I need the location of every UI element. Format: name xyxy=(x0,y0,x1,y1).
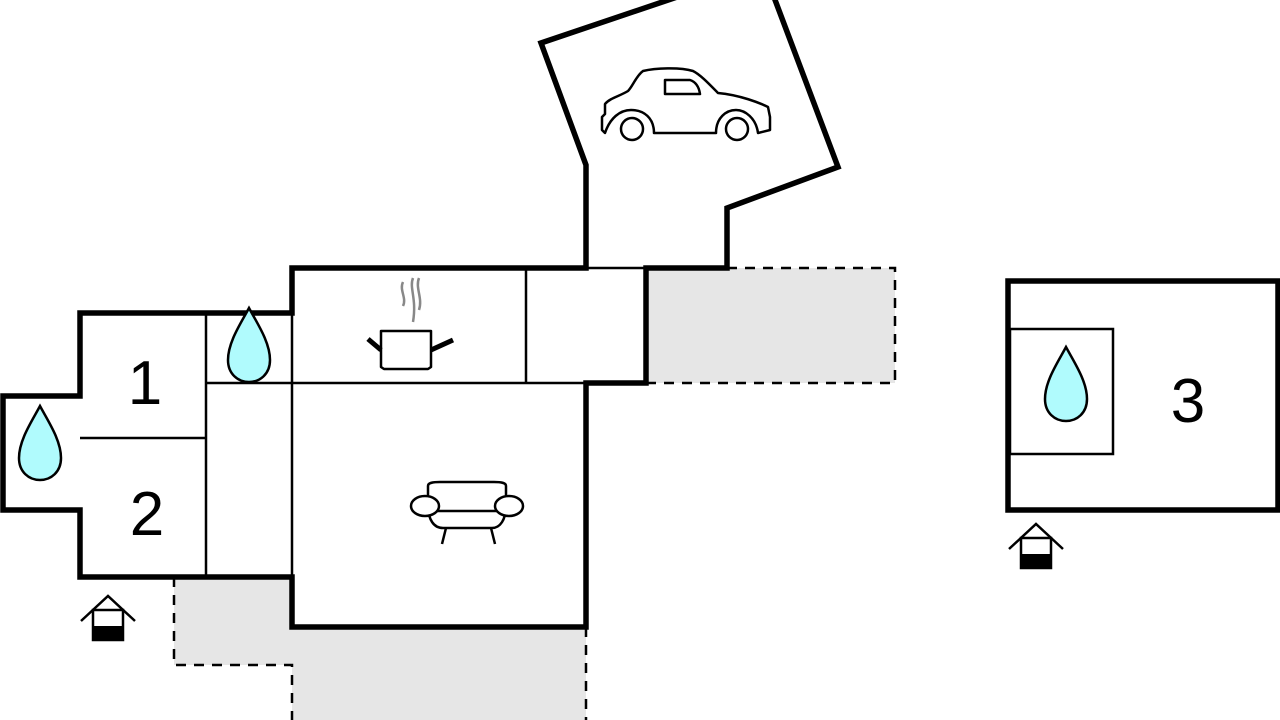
water-drop-icon xyxy=(17,404,63,482)
exterior-walls xyxy=(0,0,842,630)
water-drop-icon xyxy=(1043,345,1089,423)
room-label-3: 3 xyxy=(1171,367,1205,436)
room-label-2: 2 xyxy=(130,480,164,549)
car-icon xyxy=(600,67,772,142)
terrace-east xyxy=(646,266,897,385)
interior-walls xyxy=(80,266,646,577)
water-drop-icon xyxy=(226,306,272,384)
sofa-icon xyxy=(409,480,525,545)
entrance-icon xyxy=(79,594,137,642)
cooking-pot-icon xyxy=(366,277,455,371)
entrance-icon xyxy=(1007,522,1065,570)
room-label-1: 1 xyxy=(128,349,162,418)
terrace-south xyxy=(172,577,588,720)
annex-building xyxy=(1005,278,1280,513)
